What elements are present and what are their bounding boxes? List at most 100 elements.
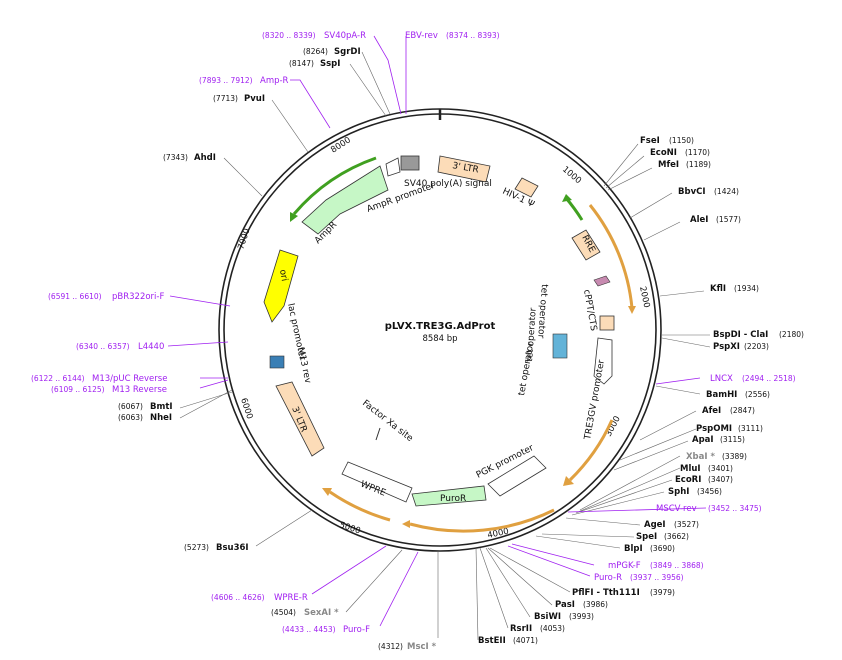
tetop1-label: tet operator	[525, 307, 539, 362]
primer-ampr: Amp-R	[260, 76, 289, 86]
pgk-feature	[487, 455, 547, 497]
green-arrowhead-2	[290, 212, 298, 222]
primer-mpgkf-pos: (3849 .. 3868)	[650, 561, 704, 570]
enzyme-ecori: EcoRI	[675, 475, 701, 485]
enzyme-sexai: SexAI *	[304, 608, 339, 618]
ampr-promoter-feature	[385, 157, 401, 177]
primer-puror: Puro-R	[594, 573, 622, 583]
tick-5000: 5000	[338, 520, 362, 536]
primer-m13rev: M13 Reverse	[112, 385, 167, 395]
tet-operator-feature	[552, 333, 568, 359]
green-arrow-1	[564, 197, 584, 221]
plasmid-name: pLVX.TRE3G.AdProt	[385, 321, 496, 332]
enzyme-bspdi-pos: (2180)	[779, 330, 804, 339]
enzyme-fsei: FseI	[640, 136, 660, 146]
enzyme-apai: ApaI	[692, 435, 714, 445]
ampr-feature	[301, 165, 389, 235]
primer-lncx: LNCX	[710, 374, 733, 384]
primer-mscvrev: MSCV-rev	[656, 504, 697, 514]
enzyme-bmti-pos: (6067)	[118, 402, 143, 411]
tick-2000: 2000	[637, 286, 651, 309]
primer-lncx-pos: (2494 .. 2518)	[742, 374, 796, 383]
enzyme-ahdi: AhdI	[194, 153, 216, 163]
enzyme-nhei: NheI	[150, 413, 172, 423]
primer-ampr-pos: (7893 .. 7912)	[199, 76, 253, 85]
enzyme-afei-pos: (2847)	[730, 406, 755, 415]
enzyme-bsiwi: BsiWI	[534, 612, 561, 622]
enzyme-bamhi-pos: (2556)	[745, 390, 770, 399]
tetop3-label: tet operator	[517, 341, 536, 396]
orange-arrow-4	[329, 490, 391, 522]
sv40-label: SV40 poly(A) signal	[404, 179, 492, 189]
enzyme-sexai-pos: (4504)	[271, 608, 296, 617]
enzyme-sspi: SspI	[320, 59, 340, 69]
enzyme-pasi: PasI	[555, 600, 575, 610]
tick-8000: 8000	[329, 135, 353, 155]
enzyme-agei: AgeI	[644, 520, 666, 530]
sv40-polya-feature	[400, 155, 420, 171]
primer-wprer-pos: (4606 .. 4626)	[211, 593, 265, 602]
green-arrow-2	[292, 156, 377, 215]
enzyme-leaders	[179, 51, 711, 641]
enzyme-pspomi: PspOMI	[696, 424, 732, 434]
enzyme-blpi-pos: (3690)	[650, 544, 675, 553]
enzyme-ecori-pos: (3407)	[708, 475, 733, 484]
enzyme-ahdi-pos: (7343)	[163, 153, 188, 162]
enzyme-sphi-pos: (3456)	[697, 487, 722, 496]
enzyme-agei-pos: (3527)	[674, 520, 699, 529]
enzyme-afei: AfeI	[702, 406, 721, 416]
primer-pbr322: pBR322ori-F	[112, 292, 164, 302]
enzyme-rsrii: RsrII	[510, 624, 532, 634]
enzyme-pvui-pos: (7713)	[213, 94, 238, 103]
orange-arrowhead-3	[402, 520, 410, 528]
primer-pbr322-pos: (6591 .. 6610)	[48, 292, 102, 301]
orange-arrow-3	[409, 508, 555, 533]
lac-operator-feature	[269, 355, 285, 369]
tick-1000: 1000	[560, 165, 583, 187]
enzyme-mfei-pos: (1189)	[686, 160, 711, 169]
primer-l4440: L4440	[138, 342, 164, 352]
enzyme-bsu36i-pos: (5273)	[184, 543, 209, 552]
cppt-feature	[599, 315, 615, 331]
cppt-small-feature	[593, 275, 611, 287]
enzyme-fsei-pos: (1150)	[669, 136, 694, 145]
enzyme-bsiwi-pos: (3993)	[569, 612, 594, 621]
enzyme-kfli: KflI	[710, 284, 726, 294]
primer-mscvrev-pos: (3452 .. 3475)	[708, 504, 762, 513]
tetop2-label: tet operator	[535, 284, 549, 339]
primer-m13puc-pos: (6122 .. 6144)	[31, 374, 85, 383]
orange-arrow-2	[568, 419, 614, 482]
primer-purof-pos: (4433 .. 4453)	[282, 625, 336, 634]
hiv-psi-feature	[514, 177, 539, 198]
enzyme-pspomi-pos: (3111)	[738, 424, 763, 433]
primer-m13rev-pos: (6109 .. 6125)	[51, 385, 105, 394]
enzyme-msci-pos: (4312)	[378, 642, 403, 651]
plasmid-length: 8584 bp	[422, 334, 457, 344]
enzyme-blpi: BlpI	[624, 544, 643, 554]
primer-l4440-pos: (6340 .. 6357)	[76, 342, 130, 351]
primer-leaders	[167, 35, 707, 627]
enzyme-msci: MscI *	[407, 642, 437, 652]
enzyme-spei: SpeI	[636, 532, 657, 542]
primer-ebvrev: EBV-rev	[405, 31, 438, 41]
enzyme-rsrii-pos: (4053)	[540, 624, 565, 633]
orange-arrowhead-2	[563, 476, 574, 486]
enzyme-pasi-pos: (3986)	[583, 600, 608, 609]
enzyme-sphi: SphI	[668, 487, 689, 497]
enzyme-bsu36i: Bsu36I	[216, 543, 249, 553]
enzyme-pspxi: PspXI	[713, 342, 740, 352]
m13rev-label: M13 rev	[295, 347, 312, 385]
cppt-label: cPPT/CTS	[581, 289, 598, 332]
enzyme-kfli-pos: (1934)	[734, 284, 759, 293]
factorxa-feature	[375, 427, 381, 441]
primer-ebvrev-pos: (8374 .. 8393)	[446, 31, 500, 40]
enzyme-econi: EcoNI	[650, 148, 677, 158]
wpre-feature	[341, 461, 413, 503]
primer-mpgkf: mPGK-F	[608, 561, 641, 571]
primer-sv40par: SV40pA-R	[324, 31, 366, 41]
enzyme-bbvci: BbvCI	[678, 187, 706, 197]
enzyme-xbai-pos: (3389)	[722, 452, 747, 461]
ltr3b-feature	[275, 381, 325, 457]
tick-7000: 7000	[236, 227, 252, 251]
